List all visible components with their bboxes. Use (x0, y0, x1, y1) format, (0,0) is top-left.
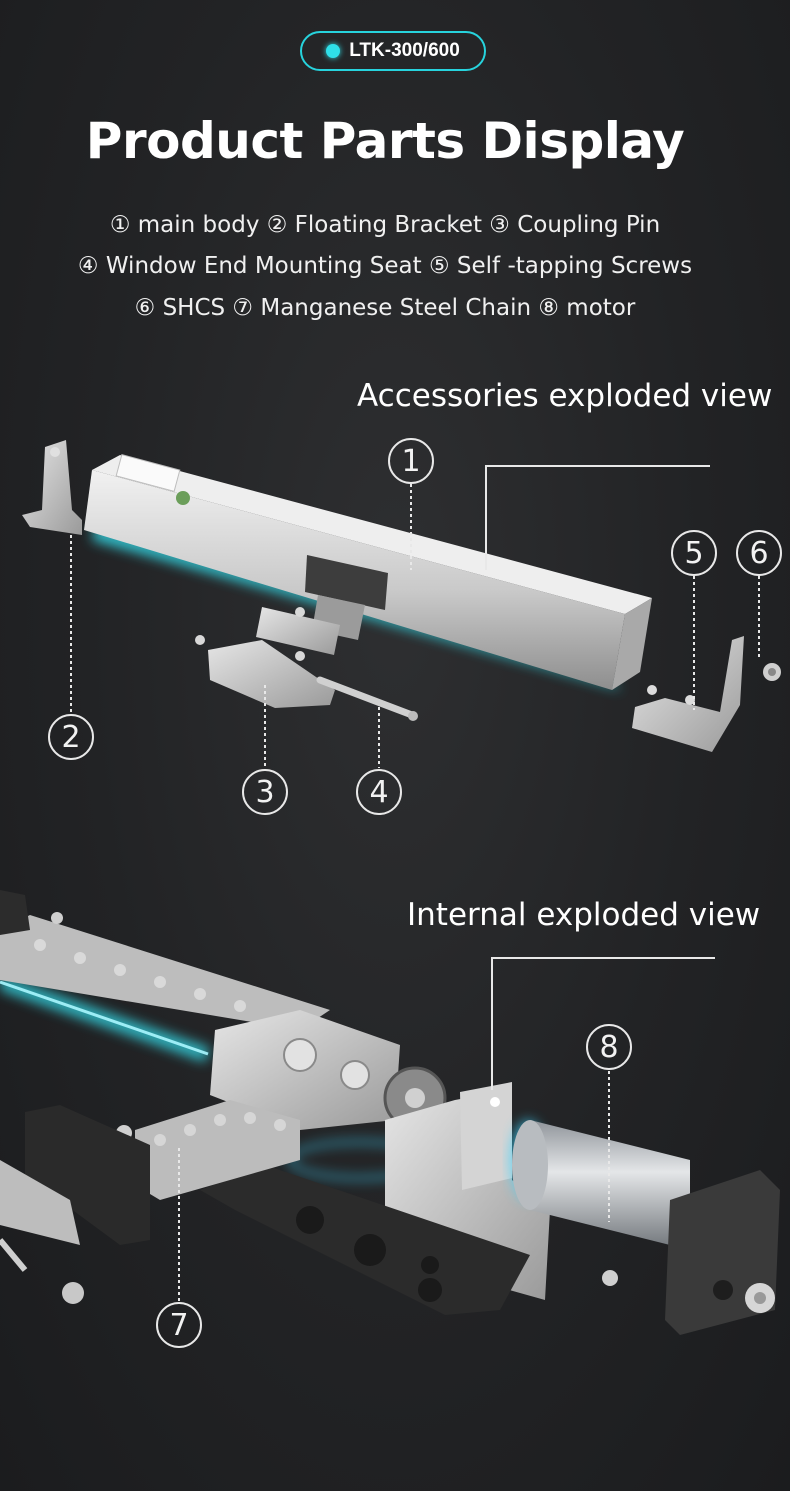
accessories-view-label: Accessories exploded view (357, 378, 773, 414)
badge-dot-icon (326, 44, 341, 58)
legend-line-3: ⑥ SHCS ⑦ Manganese Steel Chain ⑧ motor (134, 295, 636, 321)
callout-1: 1 (388, 438, 434, 484)
main-body-shape (92, 455, 652, 614)
callout-2: 2 (48, 714, 94, 760)
callout-4: 4 (356, 769, 402, 815)
chain-lower-shape (135, 1100, 300, 1200)
callout-8: 8 (586, 1024, 632, 1070)
legend-line-1: ① main body ② Floating Bracket ③ Couplin… (109, 212, 661, 238)
internal-view-label: Internal exploded view (407, 897, 761, 933)
page-title: Product Parts Display (85, 112, 685, 170)
callout-5: 5 (671, 530, 717, 576)
leader-lines-top (70, 465, 760, 768)
leader-lines-bottom (178, 957, 715, 1302)
callout-6: 6 (736, 530, 782, 576)
badge-label: LTK-300/600 (349, 40, 460, 61)
chain-upper-shape (0, 915, 330, 1030)
left-bracket-shape (22, 440, 82, 535)
callout-7: 7 (156, 1302, 202, 1348)
model-badge: LTK-300/600 (300, 31, 486, 71)
right-bracket-shape (632, 636, 744, 752)
legend-line-2: ④ Window End Mounting Seat ⑤ Self -tappi… (77, 253, 693, 279)
callout-3: 3 (242, 769, 288, 815)
